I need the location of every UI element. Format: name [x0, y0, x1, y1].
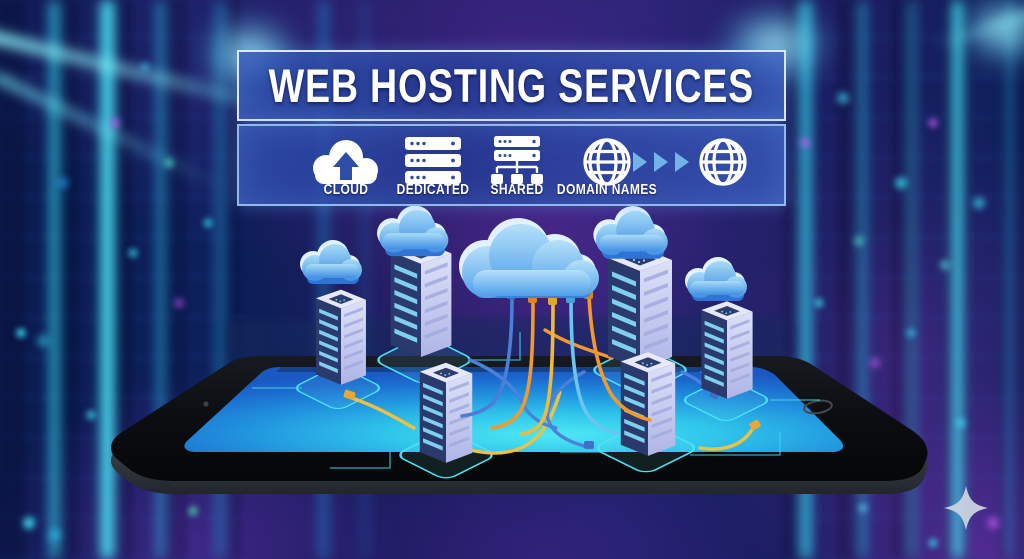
- globe-icon: [699, 138, 747, 186]
- neon-beam: [101, 0, 114, 559]
- service-item-domains: DOMAIN NAMES: [557, 126, 657, 204]
- service-label: CLOUD: [323, 181, 369, 198]
- sparkle-star-icon: [944, 486, 988, 530]
- small-cloud: [685, 257, 747, 301]
- neon-beam: [362, 0, 368, 559]
- server-network-icon: [491, 136, 543, 184]
- service-item-shared: SHARED: [487, 126, 547, 204]
- service-item-cloud: CLOUD: [301, 126, 391, 204]
- title-banner: WEB HOSTING SERVICES: [237, 50, 786, 121]
- server-tower: [316, 289, 366, 385]
- service-label: SHARED: [490, 181, 544, 198]
- tablet-screen: [184, 367, 844, 452]
- server-tower: [608, 247, 672, 369]
- neon-beam: [800, 0, 811, 559]
- server-tower: [701, 301, 753, 399]
- globe-icon: [583, 138, 631, 186]
- neon-beam: [157, 0, 165, 559]
- neon-beam: [216, 0, 225, 559]
- service-item-dedicated: DEDICATED: [397, 126, 469, 204]
- server-stack-icon: [405, 137, 461, 184]
- tablet: [110, 356, 928, 494]
- neon-beam: [858, 0, 866, 559]
- server-tower: [390, 241, 452, 357]
- server-tower: [620, 352, 676, 456]
- large-cloud: [459, 218, 599, 298]
- service-label: DEDICATED: [396, 181, 470, 198]
- triple-arrow-right-icon: [633, 152, 689, 172]
- tablet-home-button: [803, 399, 833, 415]
- server-tower: [419, 362, 473, 463]
- neon-beam: [50, 0, 59, 559]
- cloud-upload-icon: [313, 140, 378, 184]
- small-cloud: [300, 240, 362, 284]
- neon-beam: [908, 0, 915, 559]
- services-banner: CLOUD DEDICATED: [237, 124, 786, 206]
- tablet-camera: [203, 401, 209, 407]
- neon-beam: [952, 0, 963, 559]
- neon-beam: [1006, 0, 1013, 559]
- small-cloud: [593, 206, 668, 259]
- small-cloud: [377, 205, 449, 257]
- page-title: WEB HOSTING SERVICES: [268, 59, 755, 112]
- service-label: DOMAIN NAMES: [556, 181, 658, 198]
